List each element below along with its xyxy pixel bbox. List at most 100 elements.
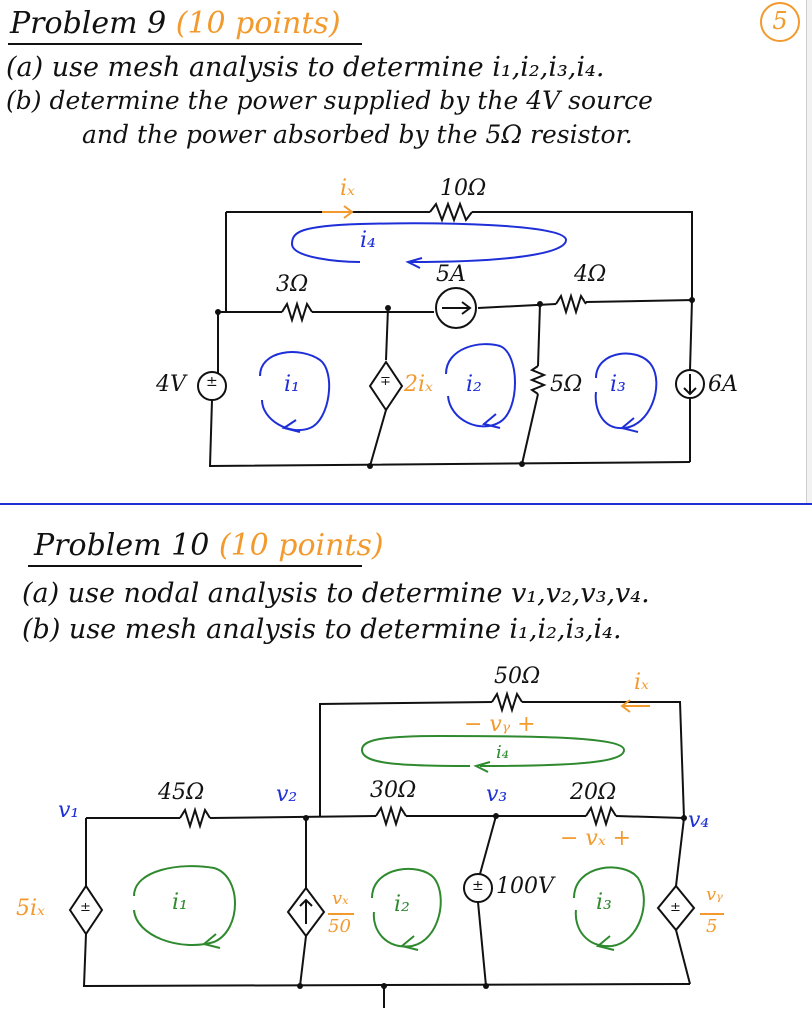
p10-label-vy: − vᵧ + (464, 712, 536, 737)
scrollbar-edge (806, 0, 812, 503)
p9-i1-loop (259, 351, 331, 431)
p9-label-r5: 5Ω (550, 372, 583, 397)
p9-wire-mid-right (477, 303, 557, 309)
problem10-title-text: Problem 10 (34, 528, 210, 563)
p10-resistor-50 (491, 690, 523, 714)
p10-label-i1: i₁ (172, 890, 188, 915)
p10-label-r20: 20Ω (570, 780, 617, 805)
p9-resistor-5 (529, 365, 547, 395)
p10-wire-top-right (522, 701, 685, 819)
problem9-score-circle: 5 (760, 2, 800, 42)
p10-label-5ix-polarity: ± (80, 900, 91, 915)
p10-label-i2: i₂ (394, 892, 410, 917)
p9-dep-source-2ix (368, 360, 404, 412)
p9-i3-loop (594, 352, 658, 430)
p9-wire-5-bottom (521, 393, 539, 465)
p9-label-i4: i₄ (360, 228, 376, 253)
p9-resistor-4 (555, 292, 587, 316)
p9-i1-arrow (281, 419, 301, 433)
p9-label-i3: i₃ (610, 372, 626, 397)
p10-ix-arrow (620, 699, 650, 713)
p10-i1-loop (133, 865, 236, 946)
p10-wire-45-30 (209, 815, 377, 819)
p10-dep-current-source (286, 886, 326, 938)
p9-resistor-3 (281, 300, 313, 324)
p9-wire-left-bottom (208, 399, 691, 468)
p9-label-r4: 4Ω (574, 262, 607, 287)
p10-label-r30: 30Ω (370, 778, 417, 803)
p10-wire-v3 (479, 815, 497, 875)
p9-label-5a: 5A (436, 262, 466, 287)
p9-label-r10: 10Ω (440, 176, 487, 201)
p10-label-r45: 45Ω (158, 780, 205, 805)
p10-i3-arrow (595, 935, 615, 951)
p10-label-i3: i₃ (596, 890, 612, 915)
p9-label-4v-polarity: ± (206, 374, 218, 390)
p10-i2-arrow (399, 935, 419, 951)
problem9-part-b-line1: (b) determine the power supplied by the … (6, 86, 653, 115)
p9-label-i1: i₁ (284, 372, 300, 397)
problem9-part-a: (a) use mesh analysis to determine i₁,i₂… (6, 52, 605, 83)
p9-wire-5-top (537, 303, 541, 367)
p9-wire-top-right (472, 211, 693, 300)
p9-i3-arrow (619, 417, 639, 433)
p9-label-dep-polarity: ∓ (380, 374, 391, 389)
p10-dep-source-vy5 (656, 884, 696, 932)
problem10-title: Problem 10 (10 points) (34, 528, 384, 563)
p10-resistor-20 (585, 804, 617, 828)
p10-label-dep-v2-num: vᵧ (706, 884, 723, 905)
p9-i2-arrow (481, 413, 501, 429)
p9-i4-loop (290, 222, 568, 263)
p9-wire-right (585, 299, 695, 303)
section-divider (0, 503, 812, 505)
p10-dep-source-5ix (68, 884, 104, 936)
p9-wire-6a-top (689, 299, 693, 371)
p10-i2-loop (371, 867, 442, 948)
p10-label-r50: 50Ω (494, 664, 541, 689)
p10-wire-v2-bottom (299, 935, 307, 987)
problem10-points: (10 points) (218, 528, 384, 563)
p10-label-dep-i-den: 50 (328, 916, 351, 937)
p10-dep-current-arrow (299, 898, 313, 924)
p10-wire-v4 (675, 817, 685, 887)
problem9-part-b-line2: and the power absorbed by the 5Ω resisto… (82, 120, 633, 149)
p10-i1-arrow (201, 933, 221, 949)
problem9-title: Problem 9 (10 points) (10, 6, 341, 41)
problem10-part-b: (b) use mesh analysis to determine i₁,i₂… (22, 614, 622, 645)
p10-label-100v-polarity: ± (472, 878, 484, 894)
p10-label-i4: i₄ (496, 742, 509, 763)
p9-label-2ix: 2iₓ (404, 372, 433, 397)
problem9-points: (10 points) (175, 6, 341, 41)
p10-label-v4: v₄ (688, 808, 710, 833)
p9-resistor-10 (429, 201, 473, 223)
problem10-part-a: (a) use nodal analysis to determine v₁,v… (22, 578, 650, 609)
p9-i4-arrow (405, 257, 423, 269)
p9-label-r3: 3Ω (276, 272, 309, 297)
p10-i4-loop (360, 734, 626, 767)
p10-label-dep-v2-den: 5 (706, 916, 718, 937)
p10-wire-v4-bottom (675, 929, 691, 985)
p9-ix-arrow (322, 205, 354, 219)
p10-i4-arrow (473, 761, 491, 773)
p10-label-v2: v₂ (276, 782, 298, 807)
p9-wire-dep-bottom (369, 409, 387, 467)
p10-resistor-45 (179, 806, 211, 830)
p9-current-source-5a (435, 287, 477, 329)
p10-label-5ix: 5iₓ (16, 896, 45, 921)
p10-wire-v3-bottom (477, 901, 487, 987)
p9-label-4v: 4V (156, 372, 186, 397)
p9-current-source-6a-arrow (683, 374, 697, 396)
p10-label-v1: v₁ (58, 798, 80, 823)
p10-label-ix: iₓ (634, 670, 649, 695)
p9-label-6a: 6A (708, 372, 738, 397)
p10-label-vy5-polarity: ± (670, 900, 681, 915)
p10-wire-20-v4 (615, 815, 685, 819)
p9-label-i2: i₂ (466, 372, 482, 397)
